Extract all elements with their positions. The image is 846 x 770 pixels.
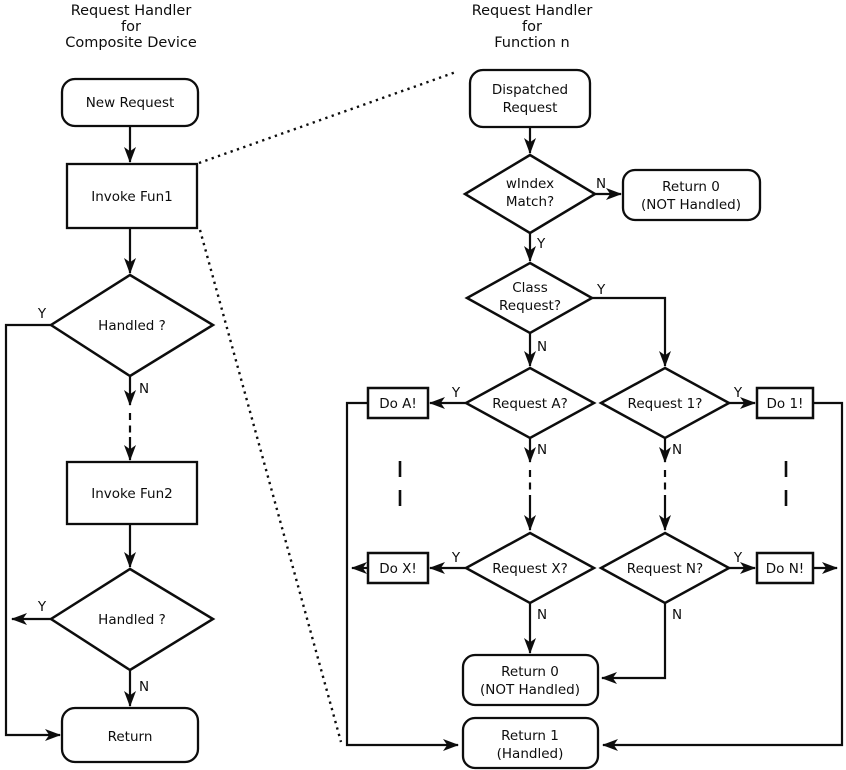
handled1-no-label: N (139, 381, 149, 397)
zoom-leader-bottom-dotted-line (198, 229, 343, 743)
request-x-no-label: N (537, 607, 547, 623)
class-request-decision (464, 261, 595, 335)
handled1-decision (48, 273, 216, 378)
left-chart-title: Request Handler for Composite Device (65, 3, 197, 51)
left-title-line2: for (121, 19, 141, 35)
node-return0-bottom: Return 0 (NOT Handled) (461, 653, 600, 707)
left-title-line3: Composite Device (65, 35, 197, 51)
request-1-decision (598, 366, 732, 440)
left-title-line1: Request Handler (71, 3, 192, 19)
request-n-label: Request N? (627, 561, 703, 577)
request-n-decision (598, 531, 732, 605)
zoom-leader-top-dotted-line (198, 70, 457, 165)
return-label: Return (108, 729, 153, 745)
windex-match-decision (462, 153, 598, 235)
edge-handled1-yes-rail-to-return (4, 323, 61, 741)
right-chart-title: Request Handler for Function n (472, 3, 593, 51)
request-1-label: Request 1? (628, 396, 703, 412)
do-x-process (366, 551, 430, 585)
node-do-a: Do A! (366, 386, 430, 420)
handled2-label: Handled ? (98, 612, 166, 628)
windex-no-label: N (596, 176, 606, 192)
request-n-no-label: N (672, 607, 682, 623)
new-request-terminal (60, 77, 200, 128)
request-x-label: Request X? (492, 561, 568, 577)
request-1-yes-label: Y (733, 385, 743, 401)
return0-bottom-line1: Return 0 (501, 664, 559, 680)
node-invoke-fun2: Invoke Fun2 (65, 460, 199, 526)
dispatched-request-line2: Request (503, 100, 558, 116)
do-1-process (755, 386, 815, 420)
class-request-line2: Request? (499, 298, 561, 314)
handled1-yes-label: Y (37, 306, 47, 322)
do-a-label: Do A! (379, 396, 417, 412)
node-request-n: Request N? (598, 531, 732, 605)
node-request-1: Request 1? (598, 366, 732, 440)
request-a-decision (463, 366, 597, 440)
request-n-yes-label: Y (733, 550, 743, 566)
node-do-n: Do N! (755, 551, 815, 585)
dispatched-request-terminal (468, 68, 592, 129)
return0-bottom-terminal (461, 653, 600, 707)
return0-top-line1: Return 0 (662, 179, 720, 195)
invoke-fun1-process (65, 162, 199, 230)
return0-top-terminal (621, 168, 762, 222)
handled2-yes-label: Y (37, 599, 47, 615)
return1-terminal (461, 716, 600, 770)
dispatched-request-line1: Dispatched (492, 82, 568, 98)
node-do-x: Do X! (366, 551, 430, 585)
request-1-no-label: N (672, 442, 682, 458)
right-title-line3: Function n (494, 35, 569, 51)
new-request-label: New Request (86, 95, 175, 111)
right-title-line2: for (522, 19, 542, 35)
node-do-1: Do 1! (755, 386, 815, 420)
do-n-label: Do N! (766, 561, 804, 577)
return1-line1: Return 1 (501, 728, 559, 744)
invoke-fun2-label: Invoke Fun2 (91, 486, 172, 502)
request-a-yes-label: Y (451, 385, 461, 401)
do-x-label: Do X! (379, 561, 417, 577)
node-dispatched-request: Dispatched Request (468, 68, 592, 129)
node-invoke-fun1: Invoke Fun1 (65, 162, 199, 230)
windex-match-line1: wIndex (506, 176, 554, 192)
edge-left-rail-to-return1 (345, 401, 459, 751)
node-return1: Return 1 (Handled) (461, 716, 600, 770)
request-a-no-label: N (537, 442, 547, 458)
class-yes-label: Y (596, 282, 606, 298)
node-new-request: New Request (60, 77, 200, 128)
node-return: Return (60, 706, 200, 764)
return0-bottom-line2: (NOT Handled) (480, 682, 580, 698)
class-request-line1: Class (512, 280, 548, 296)
invoke-fun1-label: Invoke Fun1 (91, 189, 172, 205)
do-1-label: Do 1! (767, 396, 804, 412)
node-windex-match: wIndex Match? (462, 153, 598, 235)
handled2-decision (48, 567, 216, 672)
invoke-fun2-process (65, 460, 199, 526)
edge-request-n-no-to-return0-bottom (601, 603, 667, 684)
windex-yes-label: Y (536, 236, 546, 252)
edge-right-rail-to-return1 (602, 401, 844, 751)
do-n-process (755, 551, 815, 585)
return1-line2: (Handled) (497, 746, 564, 762)
node-return0-top: Return 0 (NOT Handled) (621, 168, 762, 222)
windex-match-line2: Match? (506, 194, 554, 210)
node-request-x: Request X? (463, 531, 597, 605)
request-x-yes-label: Y (451, 550, 461, 566)
node-class-request: Class Request? (464, 261, 595, 335)
request-x-decision (463, 531, 597, 605)
do-a-process (366, 386, 430, 420)
edge-class-yes-to-request1 (592, 296, 671, 367)
right-title-line1: Request Handler (472, 3, 593, 19)
request-a-label: Request A? (492, 396, 568, 412)
node-handled-2: Handled ? (48, 567, 216, 672)
node-request-a: Request A? (463, 366, 597, 440)
handled1-label: Handled ? (98, 318, 166, 334)
handled2-no-label: N (139, 679, 149, 695)
return0-top-line2: (NOT Handled) (641, 197, 741, 213)
node-handled-1: Handled ? (48, 273, 216, 378)
return-terminal (60, 706, 200, 764)
class-no-label: N (537, 339, 547, 355)
